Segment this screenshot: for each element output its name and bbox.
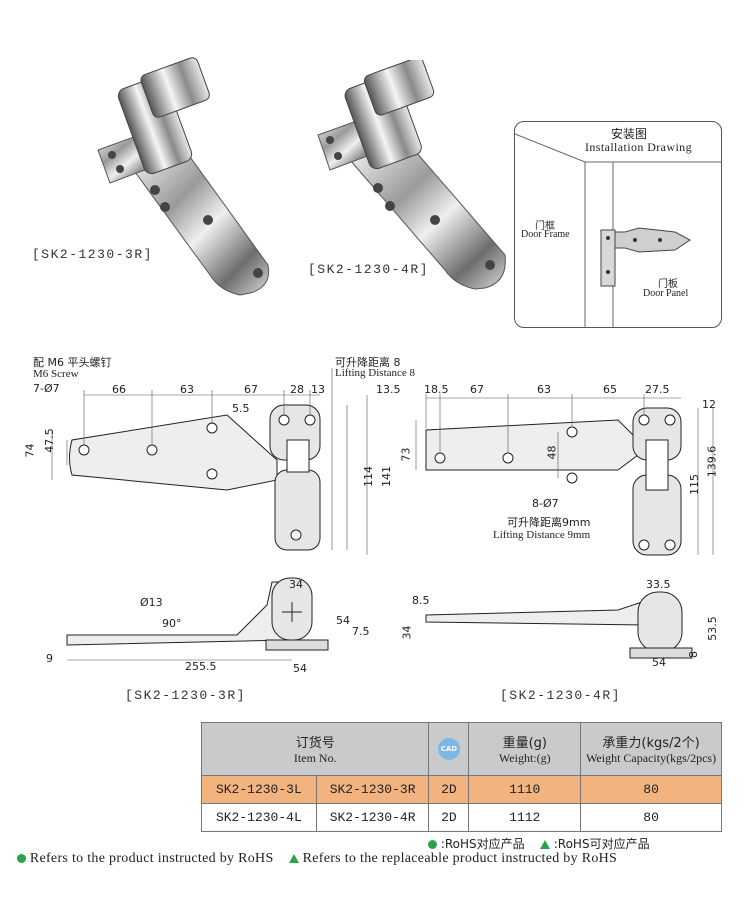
dim-65-4r: 65 [603,383,617,396]
dim-48: 48 [545,445,559,460]
photo-caption-3r: [SK2-1230-3R] [32,247,153,262]
dim-67: 67 [244,383,258,396]
legend-cn: :RoHS对应产品 :RoHS可对应产品 [428,835,650,852]
dim-54-vert-3r: 54 [336,614,350,627]
hole-count-3r: 7-Ø7 [33,382,60,395]
dim-33-5: 33.5 [646,578,671,591]
header-cad: CAD [428,722,470,776]
dim-255-5: 255.5 [185,660,217,673]
header-capacity-cn: 承重力(kgs/2个) [602,736,700,751]
rohs-dot-icon [17,854,26,864]
header-item-cn: 订货号 [295,736,335,751]
table-header-row: 订货号 Item No. CAD 重量(g) Weight:(g) 承重力(kg… [200,722,722,776]
dim-18-5: 18.5 [424,383,449,396]
dim-63: 63 [180,383,194,396]
cad-type[interactable]: 2D [428,775,470,804]
dim-47-5: 47.5 [42,428,56,453]
dim-8: 8 [687,651,700,658]
rohs-triangle-icon [539,840,550,849]
header-capacity: 承重力(kgs/2个) Weight Capacity(kgs/2pcs) [580,722,722,776]
legend-rohs-replace-en: Refers to the replaceable product instru… [302,851,618,866]
capacity-value: 80 [580,775,722,804]
cad-type[interactable]: 2D [428,803,470,832]
header-item-no: 订货号 Item No. [200,722,430,776]
dim-13-5: 13.5 [376,383,401,396]
header-item-en: Item No. [293,751,337,765]
hinge-photo-4r [317,60,506,290]
dim-114: 114 [362,466,375,487]
dim-67-4r: 67 [470,383,484,396]
dim-139-6: 139.6 [705,445,719,478]
dim-66: 66 [112,383,126,396]
legend-rohs-cn: :RoHS对应产品 [440,837,525,851]
item-right: SK2-1230-4R [315,803,430,832]
photo-caption-4r: [SK2-1230-4R] [308,262,429,277]
dim-27-5: 27.5 [645,383,670,396]
table-row: SK2-1230-3L SK2-1230-3R 2D 1110 80 [201,775,722,804]
dim-115: 115 [688,474,701,495]
spec-table: 订货号 Item No. CAD 重量(g) Weight:(g) 承重力(kg… [200,722,722,832]
dim-34-4r: 34 [400,625,414,640]
weight-value: 1110 [468,775,582,804]
lift-en-4r: Lifting Distance 9mm [493,529,591,541]
lift-en-3r: Lifting Distance 8 [335,367,416,379]
item-left: SK2-1230-4L [201,803,317,832]
install-title-en: Installation Drawing [585,140,692,154]
dim-7-5: 7.5 [352,625,370,638]
screw-note-en: M6 Screw [33,368,79,380]
tech-drawing-4r [415,394,714,659]
dim-74: 74 [23,443,37,458]
rohs-dot-icon [428,840,437,849]
screw-note-cn: 配 M6 平头螺钉 [33,356,112,369]
door-panel-en: Door Panel [643,288,689,299]
lift-cn-3r: 可升降距离 8 [335,356,401,369]
dim-73: 73 [399,447,413,462]
table-row: SK2-1230-4L SK2-1230-4R 2D 1112 80 [201,803,722,832]
tech-drawing-3r [51,368,368,661]
dim-hole-13: Ø13 [140,596,163,609]
dim-8-5: 8.5 [412,594,430,607]
installation-drawing-box: 安装图 Installation Drawing 门框 Door Frame 门… [514,121,722,328]
dim-9: 9 [46,652,53,665]
dim-53-5: 53.5 [705,616,719,641]
cad-icon: CAD [437,738,460,760]
dim-63-4r: 63 [537,383,551,396]
dim-34-3r: 34 [289,578,303,591]
legend-en: Refers to the product instructed by RoHS… [17,851,617,867]
dim-28: 28 [290,383,304,396]
drawing-caption-4r: [SK2-1230-4R] [500,688,621,703]
legend-rohs-replace-cn: :RoHS可对应产品 [553,837,650,851]
hole-count-4r: 8-Ø7 [532,497,559,510]
weight-value: 1112 [468,803,582,832]
door-frame-cn: 门框 [535,221,555,232]
dim-5-5: 5.5 [232,402,250,415]
item-right: SK2-1230-3R [315,775,430,804]
dim-angle-90: 90° [162,617,182,630]
item-left: SK2-1230-3L [201,775,317,804]
header-weight-cn: 重量(g) [502,736,547,751]
capacity-value: 80 [580,803,722,832]
dim-13: 13 [311,383,325,396]
install-title-cn: 安装图 [611,127,648,141]
dim-54-base-3r: 54 [293,662,307,675]
door-panel-cn: 门板 [658,279,678,290]
hinge-photo-3r [97,57,270,296]
dim-141: 141 [380,466,393,487]
dim-12: 12 [702,398,716,411]
legend-rohs-en: Refers to the product instructed by RoHS [29,851,274,866]
door-frame-en: Door Frame [521,229,570,240]
rohs-triangle-icon [288,854,299,864]
header-weight-en: Weight:(g) [498,751,551,765]
header-weight: 重量(g) Weight:(g) [468,722,582,776]
drawing-caption-3r: [SK2-1230-3R] [125,688,246,703]
installation-sketch [515,133,721,327]
dim-54-base-4r: 54 [652,656,666,669]
lift-cn-4r: 可升降距离9mm [507,516,591,529]
header-capacity-en: Weight Capacity(kgs/2pcs) [586,751,717,765]
